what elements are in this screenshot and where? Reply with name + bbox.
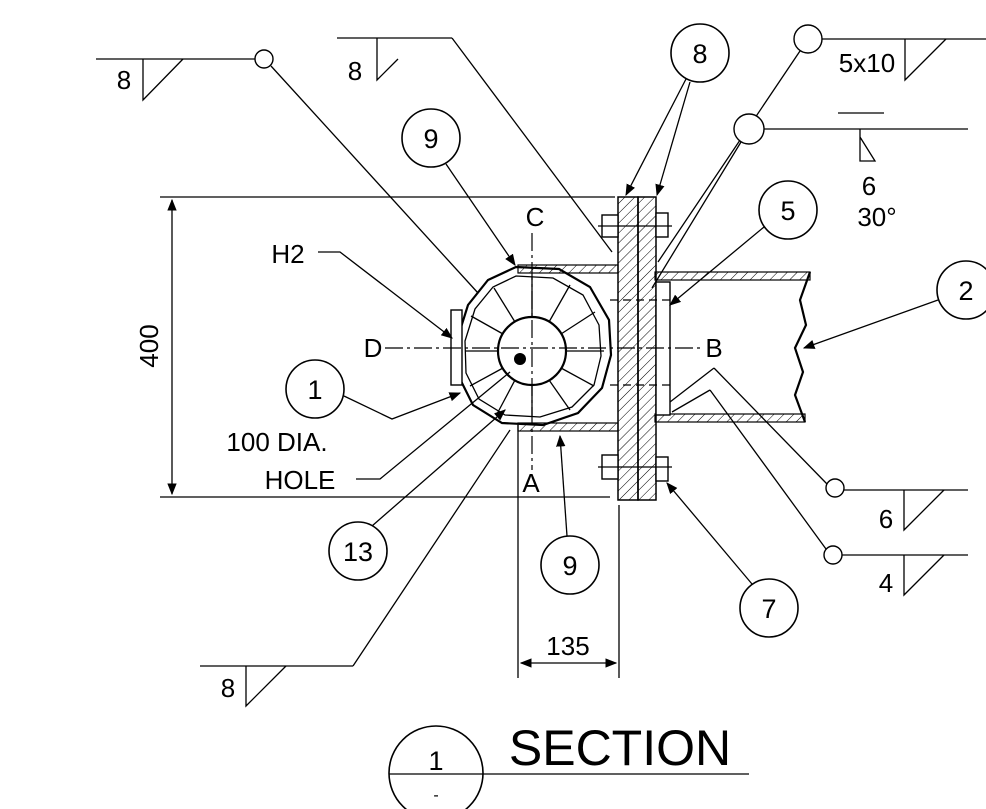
hub-spokes [465, 276, 604, 417]
balloon-7: 7 [666, 482, 799, 638]
svg-text:13: 13 [343, 537, 373, 567]
label-h2: H2 [271, 239, 453, 339]
bolt-bottom [598, 454, 672, 482]
balloon-1: 1 [285, 359, 462, 420]
svg-text:9: 9 [562, 551, 577, 581]
svg-text:8: 8 [692, 39, 707, 69]
section-label-d: D [364, 333, 383, 363]
section-label-b: B [705, 333, 722, 363]
svg-text:5: 5 [780, 196, 795, 226]
weld-bevel-size: 6 [862, 171, 876, 201]
weld-size-top-right: 5x10 [839, 48, 895, 78]
svg-text:2: 2 [958, 276, 973, 306]
dimension-height: 400 [134, 196, 615, 498]
weld-size-top-left: 8 [117, 65, 131, 95]
hole-note-line1: 100 DIA. [226, 427, 327, 457]
balloon-9-top: 9 [401, 108, 516, 266]
svg-text:7: 7 [761, 594, 776, 624]
view-sheet: - [433, 787, 438, 804]
balloon-9-bottom: 9 [540, 434, 600, 595]
weld-symbol-top-mid: 8 [337, 37, 613, 253]
dimension-width-text: 135 [546, 631, 589, 661]
tube-section [654, 271, 812, 423]
weld-symbol-right-b: 4 [671, 389, 968, 598]
hole-note-line2: HOLE [265, 465, 336, 495]
hole-marker [514, 353, 526, 365]
weld-symbol-right-a: 6 [669, 367, 968, 534]
hole-note: 100 DIA. HOLE [226, 371, 511, 495]
weld-symbol-bevel: 6 30° [651, 112, 968, 289]
view-title: SECTION [509, 720, 731, 776]
section-label-a: A [522, 468, 540, 498]
weld-bevel-angle: 30° [857, 202, 896, 232]
weld-symbol-bottom-left: 8 [200, 429, 511, 708]
balloon-2: 2 [802, 260, 986, 349]
weld-symbol-top-left: 8 [96, 49, 479, 294]
svg-text:1: 1 [307, 375, 322, 405]
balloon-5: 5 [669, 180, 818, 306]
svg-text:9: 9 [423, 124, 438, 154]
weld-size-right-b: 4 [879, 568, 893, 598]
weld-symbol-top-right: 5x10 [657, 24, 986, 263]
balloon-13: 13 [328, 409, 506, 581]
label-h2-text: H2 [271, 239, 304, 269]
section-title: 1 - SECTION [388, 720, 749, 809]
weld-size-bottom-left: 8 [221, 673, 235, 703]
bolt-top [598, 212, 672, 238]
section-label-c: C [526, 202, 545, 232]
dimension-height-text: 400 [134, 324, 164, 367]
balloon-8: 8 [625, 23, 730, 197]
weld-size-top-mid: 8 [348, 56, 362, 86]
weld-size-right-a: 6 [879, 504, 893, 534]
view-number: 1 [428, 746, 443, 776]
dimension-width: 135 [517, 425, 620, 678]
